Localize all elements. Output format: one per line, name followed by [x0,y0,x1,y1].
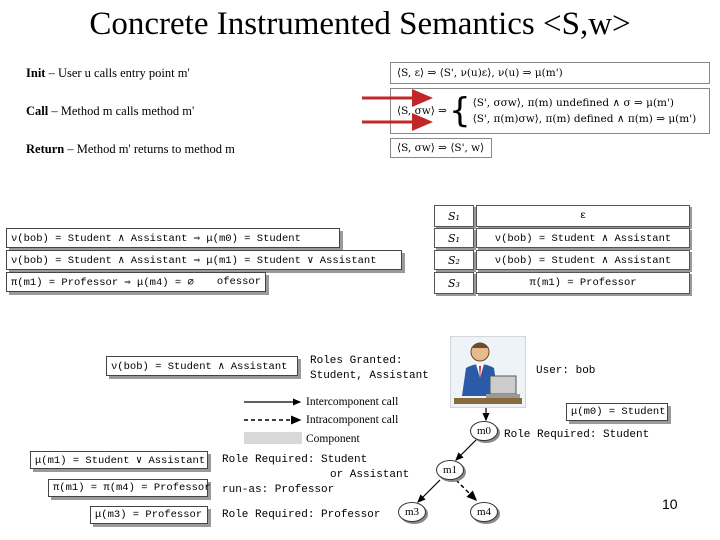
legend-component: Component [306,433,360,445]
table-stack-2: ν(bob) = Student ∧ Assistant [476,250,690,270]
rule-return-name: Return [26,142,65,156]
edge-m1-m3 [417,479,441,503]
call-graph-edges [417,408,490,503]
m0-mu-box: μ(m0) = Student [566,403,668,421]
rule-call-desc: – Method m calls method m' [48,104,195,118]
node-m4: m4 [470,502,498,522]
m1-role-required: Role Required: Student or Assistant [222,453,409,483]
table-stack-1: ν(bob) = Student ∧ Assistant [476,228,690,248]
edge-m1-m4 [455,479,478,502]
legend-intercomponent: Intercomponent call [306,396,399,408]
call-formula: ⟨S, σw⟩ ⇒ { ⟨S', σσw⟩, π(m) undefined ∧ … [390,88,710,134]
m1-mu-box: μ(m1) = Student ∨ Assistant [30,451,208,469]
table-stack-3: π(m1) = Professor [476,272,690,294]
m1-role-line1: Role Required: Student [222,454,368,466]
runas-text: run-as: Professor [222,484,335,496]
page-number: 10 [662,496,678,512]
rule-call-name: Call [26,104,49,118]
derivation-box-2: ν(bob) = Student ∧ Assistant ⇒ μ(m1) = S… [6,250,402,270]
node-m0: m0 [470,421,498,441]
red-arrows [362,89,433,131]
legend-intracomponent: Intracomponent call [306,414,399,426]
node-m1: m1 [436,460,464,480]
runas-pi-box: π(m1) = π(m4) = Professor [48,479,211,497]
table-stack-0: ε [476,205,690,227]
user-person-icon [450,336,526,408]
page-title: Concrete Instrumented Semantics <S,w> [89,6,631,42]
rule-return: Return – Method m' returns to method m [26,142,235,157]
derivation-box-3: π(m1) = Professor ⇒ μ(m4) = ∅ ofessor [6,272,266,292]
user-label: User: bob [536,365,596,377]
rule-return-desc: – Method m' returns to method m [64,142,235,156]
return-formula: ⟨S, σw⟩ ⇒ ⟨S', w⟩ [390,138,492,158]
edge-m0-m1 [455,439,477,461]
table-state-1: S₁ [434,228,474,248]
roles-granted-line2: Student, Assistant [310,370,429,382]
rule-init-name: Init [26,66,46,80]
roles-granted-line1: Roles Granted: [310,355,403,367]
legend-lines [244,398,302,444]
legend-component-swatch [244,432,302,444]
table-state-0: S₁ [434,205,474,227]
derivation-box-3-main: π(m1) = Professor ⇒ μ(m4) = ∅ [11,276,194,289]
m1-role-line2: or Assistant [330,469,410,481]
init-formula: ⟨S, ε⟩ ⇒ ⟨S', ν(u)ε⟩, ν(u) ⇒ μ(m') [390,62,710,84]
derivation-box-3-tail: ofessor [216,276,261,288]
roles-granted: Roles Granted: Student, Assistant [310,354,429,384]
table-state-3: S₃ [434,272,474,294]
derivation-box-1: ν(bob) = Student ∧ Assistant ⇒ μ(m0) = S… [6,228,340,248]
brace-icon: { [448,91,471,131]
roles-box: ν(bob) = Student ∧ Assistant [106,356,298,376]
rule-call: Call – Method m calls method m' [26,104,194,119]
call-formula-case1: ⟨S', σσw⟩, π(m) undefined ∧ σ ⇒ μ(m') [472,97,674,109]
call-formula-lhs: ⟨S, σw⟩ ⇒ [397,105,447,117]
m0-role-required: Role Required: Student [504,429,650,441]
table-state-2: S₂ [434,250,474,270]
node-m3: m3 [398,502,426,522]
call-formula-case2: ⟨S', π(m)σw⟩, π(m) defined ∧ π(m) ⇒ μ(m'… [472,113,697,125]
rule-init-desc: – User u calls entry point m' [45,66,190,80]
rule-init: Init – User u calls entry point m' [26,66,190,81]
m3-role-required: Role Required: Professor [222,509,381,521]
m3-mu-box: μ(m3) = Professor [90,506,208,524]
